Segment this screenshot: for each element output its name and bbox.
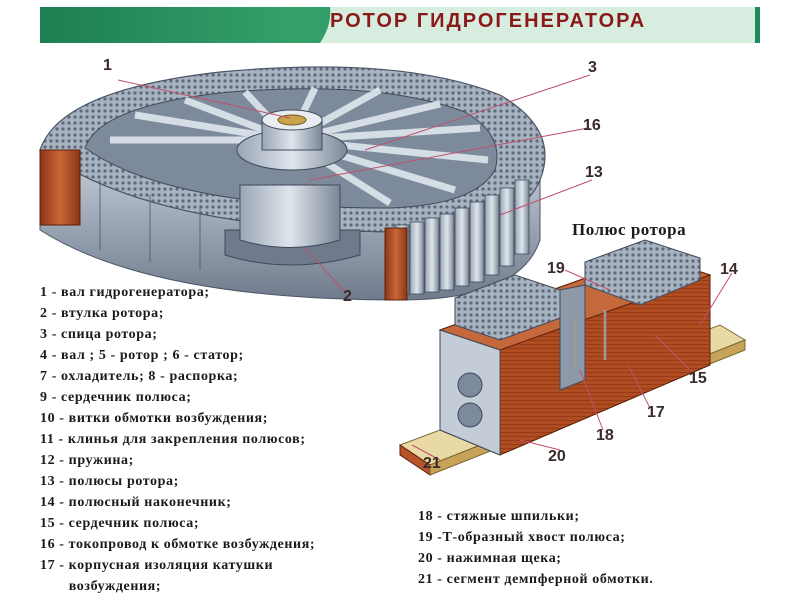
callout-15: 15 [689, 370, 707, 387]
legend-left: 1 - вал гидрогенератора; 2 - втулка рото… [40, 282, 315, 597]
legend-item: 15 - сердечник полюса; [40, 516, 200, 531]
rotor-wheel-illustration [39, 66, 546, 301]
legend-item: 14 - полюсный наконечник; [40, 495, 232, 510]
legend-item: 11 - клинья для закрепления полюсов; [40, 432, 306, 447]
legend-item: 21 - сегмент демпферной обмотки. [418, 572, 654, 587]
callout-18: 18 [596, 427, 614, 444]
callout-14: 14 [720, 261, 738, 278]
title-banner [40, 7, 760, 43]
callout-20: 20 [548, 448, 566, 465]
legend-item: 12 - пружина; [40, 453, 134, 468]
leader-lines [117, 74, 733, 461]
legend-item: 3 - спица ротора; [40, 327, 158, 342]
legend-item: 7 - охладитель; 8 - распорка; [40, 369, 239, 384]
legend-item: 2 - втулка ротора; [40, 306, 164, 321]
callout-16: 16 [583, 117, 601, 134]
legend-item: возбуждения; [40, 579, 162, 594]
callout-1: 1 [103, 57, 112, 74]
callout-17: 17 [647, 404, 665, 421]
callout-19: 19 [547, 260, 565, 277]
callout-3: 3 [588, 59, 597, 76]
callout-13: 13 [585, 164, 603, 181]
page-title: РОТОР ГИДРОГЕНЕРАТОРА [330, 10, 647, 32]
legend-item: 17 - корпусная изоляция катушки [40, 558, 274, 573]
callout-2: 2 [343, 288, 352, 305]
legend-item: 13 - полюсы ротора; [40, 474, 179, 489]
legend-item: 4 - вал ; 5 - ротор ; 6 - статор; [40, 348, 244, 363]
pole-title: Полюс ротора [572, 220, 687, 239]
legend-right: 18 - стяжные шпильки; 19 -Т-образный хво… [418, 506, 653, 590]
legend-item: 1 - вал гидрогенератора; [40, 285, 210, 300]
rotor-pole-illustration [398, 239, 747, 476]
legend-item: 9 - сердечник полюса; [40, 390, 192, 405]
legend-item: 19 -Т-образный хвост полюса; [418, 530, 626, 545]
legend-item: 10 - витки обмотки возбуждения; [40, 411, 268, 426]
legend-item: 16 - токопровод к обмотке возбуждения; [40, 537, 316, 552]
legend-item: 18 - стяжные шпильки; [418, 509, 580, 524]
callout-21: 21 [423, 455, 441, 472]
legend-item: 20 - нажимная щека; [418, 551, 562, 566]
